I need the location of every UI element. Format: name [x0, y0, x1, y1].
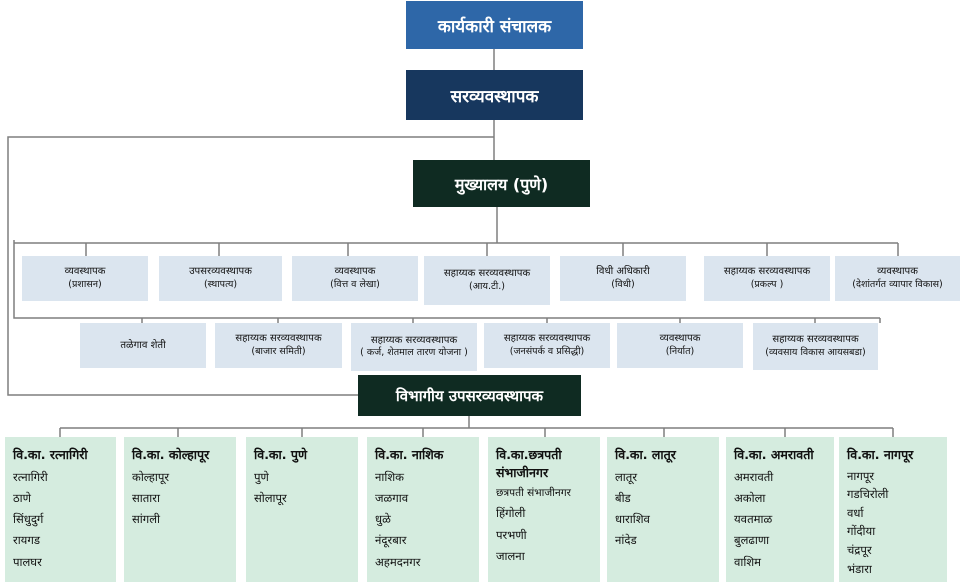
district-item: रायगड	[13, 533, 40, 548]
dept-project: सहाय्यक सरव्यवस्थापक (प्रकल्प )	[704, 256, 830, 301]
division-title: वि.का. कोल्हापूर	[132, 447, 210, 462]
district-item: बुलढाणा	[734, 533, 770, 548]
district-item: बीड	[615, 490, 631, 505]
district-item: सोलापूर	[254, 490, 287, 505]
district-item: जळगाव	[375, 490, 409, 505]
divisional-deputy-label: विभागीय उपसरव्यवस्थापक	[395, 386, 544, 405]
district-item: वाशिम	[734, 554, 762, 569]
district-item: धुळे	[375, 512, 391, 527]
district-item: नाशिक	[375, 469, 404, 484]
dept-subtitle: (प्रकल्प )	[750, 278, 784, 290]
district-item: रत्नागिरी	[13, 469, 48, 484]
dept-it: सहाय्यक सरव्यवस्थापक (आय.टी.)	[424, 256, 550, 305]
dept-civil: उपसरव्यवस्थापक (स्थापत्य)	[159, 256, 282, 301]
division-title: वि.का. नाशिक	[375, 447, 444, 462]
district-item: चंद्रपूर	[847, 543, 872, 557]
dept-subtitle: (निर्यात)	[665, 345, 695, 357]
dept-subtitle: (प्रशासन)	[68, 278, 102, 290]
dept-subtitle: (जनसंपर्क व प्रसिद्धी)	[509, 345, 585, 357]
division-nashik: वि.का. नाशिक नाशिक जळगाव धुळे नंदूरबार अ…	[367, 437, 479, 582]
dept-title: सहाय्यक सरव्यवस्थापक	[723, 266, 811, 278]
division-nagpur: वि.का. नागपूर नागपूर गडचिरोली वर्धा गोंद…	[839, 437, 947, 582]
district-item: पालघर	[13, 554, 42, 569]
dept-subtitle: (आय.टी.)	[469, 280, 505, 292]
division-title: वि.का. नागपूर	[847, 447, 914, 462]
dept-subtitle: (स्थापत्य)	[203, 278, 238, 290]
district-item: भंडारा	[847, 561, 872, 576]
dept-subtitle: (वित्त व लेखा)	[330, 278, 380, 290]
division-latur: वि.का. लातूर लातूर बीड धाराशिव नांदेड	[607, 437, 719, 582]
dept-title: व्यवस्थापक	[334, 266, 376, 278]
dept-subtitle: (देशांतर्गत व्यापार विकास)	[852, 278, 943, 290]
district-item: छत्रपती संभाजीनगर	[496, 487, 571, 499]
district-item: कोल्हापूर	[132, 469, 170, 484]
district-item: अकोला	[734, 490, 766, 505]
division-amravati: वि.का. अमरावती अमरावती अकोला यवतमाळ बुलढ…	[726, 437, 834, 582]
headquarters-box: मुख्यालय (पुणे)	[413, 160, 590, 207]
dept-title: सहाय्यक सरव्यवस्थापक	[772, 334, 859, 346]
district-item: धाराशिव	[615, 512, 650, 527]
executive-director-box: कार्यकारी संचालक	[406, 1, 583, 49]
general-manager-label: सरव्यवस्थापक	[450, 86, 539, 107]
dept-title: सहाय्यक सरव्यवस्थापक	[503, 333, 591, 345]
district-item: नागपूर	[847, 468, 875, 483]
division-chh-sambhajinagar: वि.का.छत्रपती संभाजीनगर छत्रपती संभाजीनग…	[488, 437, 600, 582]
dept-title: उपसरव्यवस्थापक	[189, 266, 252, 278]
dept-market-committee: सहाय्यक सरव्यवस्थापक (बाजार समिती)	[215, 323, 342, 368]
dept-loan-pledge: सहाय्यक सरव्यवस्थापक ( कर्ज, शेतमाल तारण…	[351, 323, 477, 371]
dept-title: सहाय्यक सरव्यवस्थापक	[235, 333, 322, 345]
district-item: यवतमाळ	[734, 512, 773, 527]
district-item: नांदेड	[615, 533, 637, 548]
district-item: पुणे	[254, 469, 269, 484]
district-item: अमरावती	[734, 469, 774, 484]
dept-title: सहाय्यक सरव्यवस्थापक	[443, 268, 531, 280]
dept-public-relations: सहाय्यक सरव्यवस्थापक (जनसंपर्क व प्रसिद्…	[484, 323, 610, 368]
dept-subtitle: (व्यवसाय विकास आयसबडा)	[765, 346, 866, 358]
dept-title: व्यवस्थापक	[659, 333, 701, 345]
district-item: अहमदनगर	[375, 554, 421, 569]
division-title: वि.का. रत्नागिरी	[13, 447, 88, 462]
division-kolhapur: वि.का. कोल्हापूर कोल्हापूर सातारा सांगली	[124, 437, 236, 582]
dept-title: व्यवस्थापक	[877, 266, 918, 278]
dept-admin: व्यवस्थापक (प्रशासन)	[22, 256, 148, 301]
district-item: हिंगोली	[496, 506, 526, 521]
division-title: वि.का. पुणे	[254, 447, 308, 462]
district-item: नंदूरबार	[375, 533, 407, 548]
executive-director-label: कार्यकारी संचालक	[437, 16, 552, 37]
district-item: सांगली	[132, 512, 161, 527]
dept-title: विधी अधिकारी	[596, 266, 650, 278]
dept-talegaon-farm: तळेगाव शेती	[80, 323, 206, 368]
dept-title: व्यवस्थापक	[64, 266, 106, 278]
district-item: जालना	[496, 548, 525, 563]
dept-title: सहाय्यक सरव्यवस्थापक	[370, 334, 458, 346]
dept-subtitle: (बाजार समिती)	[251, 345, 306, 357]
divisional-deputy-box: विभागीय उपसरव्यवस्थापक	[358, 375, 581, 416]
district-item: ठाणे	[13, 490, 31, 505]
dept-title: तळेगाव शेती	[120, 339, 166, 351]
dept-subtitle: ( कर्ज, शेतमाल तारण योजना )	[360, 347, 468, 359]
district-item: परभणी	[496, 527, 527, 542]
district-item: सातारा	[132, 490, 160, 505]
division-title: वि.का.छत्रपती संभाजीनगर	[496, 447, 562, 480]
dept-finance: व्यवस्थापक (वित्त व लेखा)	[292, 256, 418, 301]
dept-business-dev: सहाय्यक सरव्यवस्थापक (व्यवसाय विकास आयसब…	[753, 323, 878, 370]
division-title: वि.का. लातूर	[615, 447, 676, 462]
general-manager-box: सरव्यवस्थापक	[406, 70, 583, 120]
district-item: सिंधुदुर्ग	[13, 512, 44, 527]
district-item: वर्धा	[847, 505, 864, 520]
division-pune: वि.का. पुणे पुणे सोलापूर	[246, 437, 358, 582]
district-item: गडचिरोली	[847, 487, 889, 502]
dept-legal: विधी अधिकारी (विधी)	[560, 256, 686, 301]
dept-subtitle: (विधी)	[611, 278, 635, 290]
district-item: गोंदीया	[847, 524, 876, 539]
division-ratnagiri: वि.का. रत्नागिरी रत्नागिरी ठाणे सिंधुदुर…	[5, 437, 116, 582]
district-item: लातूर	[615, 469, 638, 484]
dept-export: व्यवस्थापक (निर्यात)	[617, 323, 743, 368]
headquarters-label: मुख्यालय (पुणे)	[454, 174, 549, 194]
division-title: वि.का. अमरावती	[734, 447, 814, 462]
dept-domestic-trade: व्यवस्थापक (देशांतर्गत व्यापार विकास)	[835, 256, 960, 301]
